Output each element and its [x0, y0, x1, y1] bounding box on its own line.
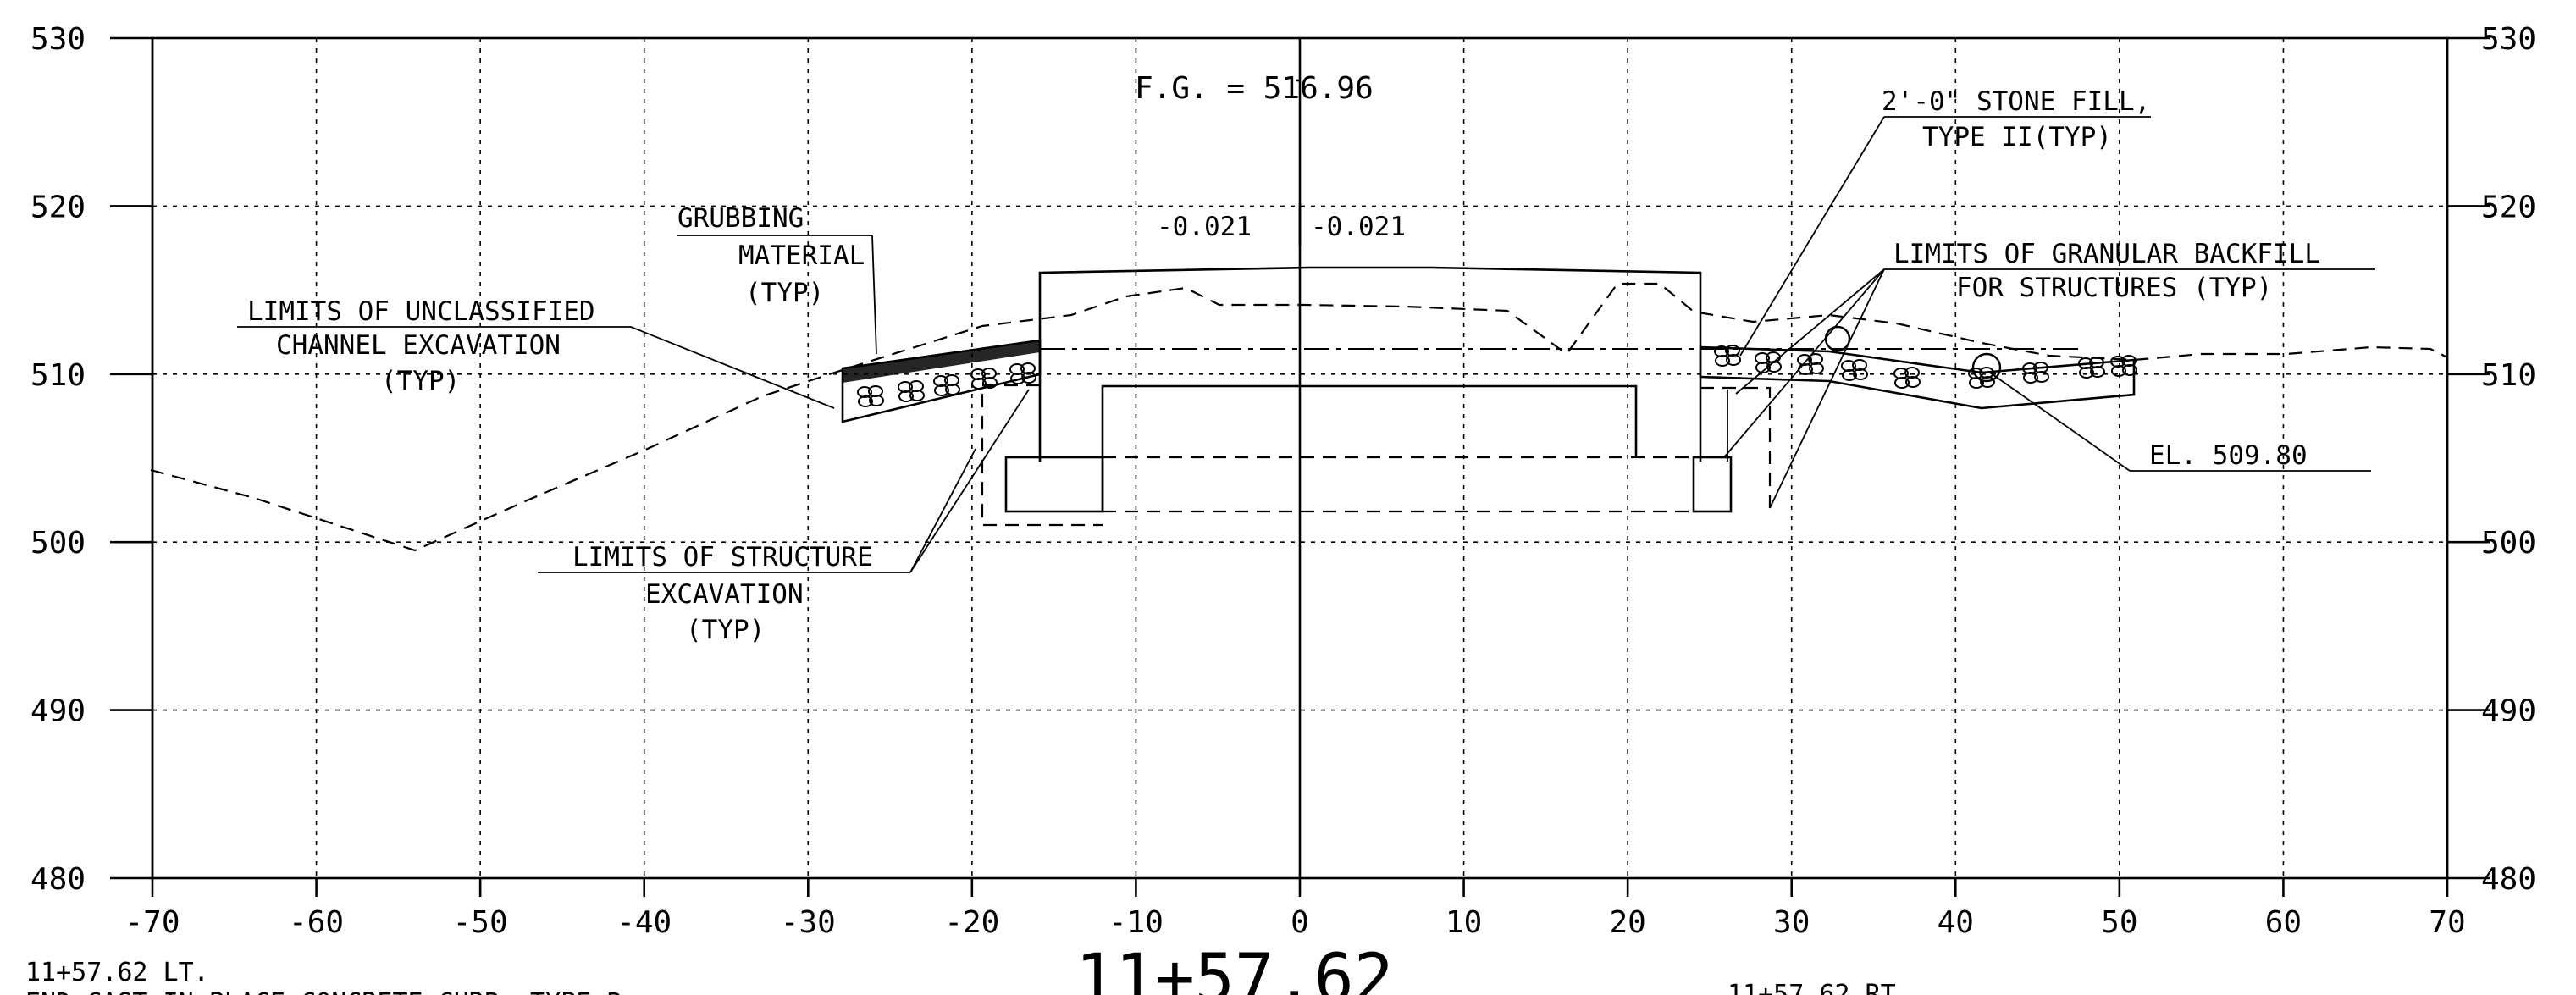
x-tick-label: 60: [2265, 905, 2302, 940]
left-riprap-stones: [857, 362, 1036, 407]
footer-right-station: 11+57.62 RT.: [1727, 980, 1911, 995]
riprap-stone: [2022, 362, 2049, 384]
unclassified-label-1: LIMITS OF UNCLASSIFIED: [247, 296, 595, 327]
y-tick-label-left: 530: [30, 22, 86, 57]
backfill-leader-1: [1735, 268, 1885, 395]
grubbing-label-1: GRUBBING: [677, 203, 804, 234]
riprap-stone: [1893, 367, 1921, 389]
unclassified-leader: [630, 326, 835, 409]
x-tick-label: 30: [1773, 905, 1810, 940]
riprap-stone: [970, 368, 998, 390]
x-tick-label: 0: [1291, 905, 1309, 940]
right-slope-protection: [1699, 325, 2137, 410]
x-tick-label: 20: [1609, 905, 1645, 940]
structure-label-3: (TYP): [686, 615, 765, 645]
unclassified-label-2: CHANNEL EXCAVATION: [276, 330, 561, 361]
y-tick-label-left: 500: [30, 526, 86, 561]
y-tick-label-left: 520: [30, 190, 86, 224]
grubbing-label-2: MATERIAL: [738, 240, 865, 271]
left-footing: [1004, 456, 1104, 513]
structure-leader-1: [909, 448, 976, 573]
slope-right-label: -0.021: [1311, 212, 1406, 242]
y-tick-label-left: 490: [30, 694, 86, 729]
riprap-stone: [1841, 359, 1868, 381]
riprap-stone: [933, 374, 960, 396]
slope-left-label: -0.021: [1157, 212, 1252, 242]
unclassified-label-3: (TYP): [381, 366, 460, 396]
right-riprap-outline: [1699, 345, 2136, 410]
riprap-stone: [1714, 345, 1741, 367]
y-tick-label-right: 500: [2481, 526, 2536, 561]
x-tick-label: -30: [781, 905, 836, 940]
y-tick-label-right: 520: [2481, 190, 2536, 224]
riprap-stone: [1755, 351, 1782, 373]
box-culvert: [981, 38, 2083, 878]
x-tick-label: -60: [289, 905, 344, 940]
elevation-marker: [1971, 352, 2002, 383]
left-slope-protection: [841, 339, 1042, 423]
grubbing-hatch: [843, 340, 1040, 383]
structure-excavation-right: [1700, 386, 1772, 511]
x-tick-label: 40: [1938, 905, 1974, 940]
x-tick-label: -50: [453, 905, 508, 940]
structure-excavation-left: [981, 384, 1103, 527]
y-tick-label-right: 480: [2481, 862, 2536, 897]
existing-ground-line: [150, 282, 2448, 552]
y-tick-label-left: 510: [30, 358, 86, 393]
annotation-leaders: [237, 79, 2375, 573]
culvert-inner-wall: [1101, 384, 1638, 511]
stone-fill-label-1: 2'-0" STONE FILL,: [1882, 86, 2150, 117]
footer-left-note: END CAST-IN-PLACE CONCRETE CURB, TYPE B: [25, 988, 622, 995]
y-tick-label-right: 530: [2481, 22, 2536, 57]
station-title: 11+57.62: [1075, 941, 1394, 995]
backfill-label-2: FOR STRUCTURES (TYP): [1956, 273, 2272, 303]
grubbing-label-3: (TYP): [745, 278, 824, 308]
structure-label-1: LIMITS OF STRUCTURE: [572, 542, 873, 572]
backfill-leader-3: [1723, 268, 1885, 458]
x-tick-label: -10: [1108, 905, 1164, 940]
finished-grade-label: F.G. = 516.96: [1135, 71, 1374, 106]
backfill-label-1: LIMITS OF GRANULAR BACKFILL: [1893, 239, 2320, 269]
elevation-label: EL. 509.80: [2149, 440, 2308, 471]
annotation-text: F.G. = 516.96 -0.021 -0.021 GRUBBING MAT…: [25, 71, 2320, 995]
culvert-top-slab: [1038, 266, 1702, 462]
riprap-stone: [898, 380, 925, 402]
x-tick-label: 50: [2101, 905, 2137, 940]
x-tick-label: -40: [616, 905, 672, 940]
right-footing: [1692, 456, 1733, 513]
riprap-stone: [2110, 355, 2137, 377]
water-level-marker: [1824, 325, 1851, 352]
structure-leader-2: [909, 389, 1030, 573]
structure-label-2: EXCAVATION: [645, 579, 804, 610]
backfill-leader-2: [1769, 268, 1885, 509]
stone-fill-leader: [1739, 116, 1885, 357]
riprap-stone: [2078, 357, 2105, 379]
x-tick-label: -70: [124, 905, 180, 940]
right-riprap-stones: [1714, 345, 2137, 389]
riprap-stone: [857, 385, 884, 407]
riprap-stone: [1797, 353, 1824, 375]
elevation-leader: [1989, 372, 2131, 472]
riprap-stone: [1009, 362, 1036, 384]
footer-left-station: 11+57.62 LT.: [25, 958, 209, 987]
x-tick-label: 70: [2429, 905, 2465, 940]
x-tick-label: -20: [944, 905, 999, 940]
y-tick-label-right: 490: [2481, 694, 2536, 729]
x-tick-label: 10: [1446, 905, 1482, 940]
y-tick-label-right: 510: [2481, 358, 2536, 393]
grubbing-leader: [871, 235, 877, 355]
stone-fill-label-2: TYPE II(TYP): [1922, 122, 2112, 152]
y-tick-label-left: 480: [30, 862, 86, 897]
